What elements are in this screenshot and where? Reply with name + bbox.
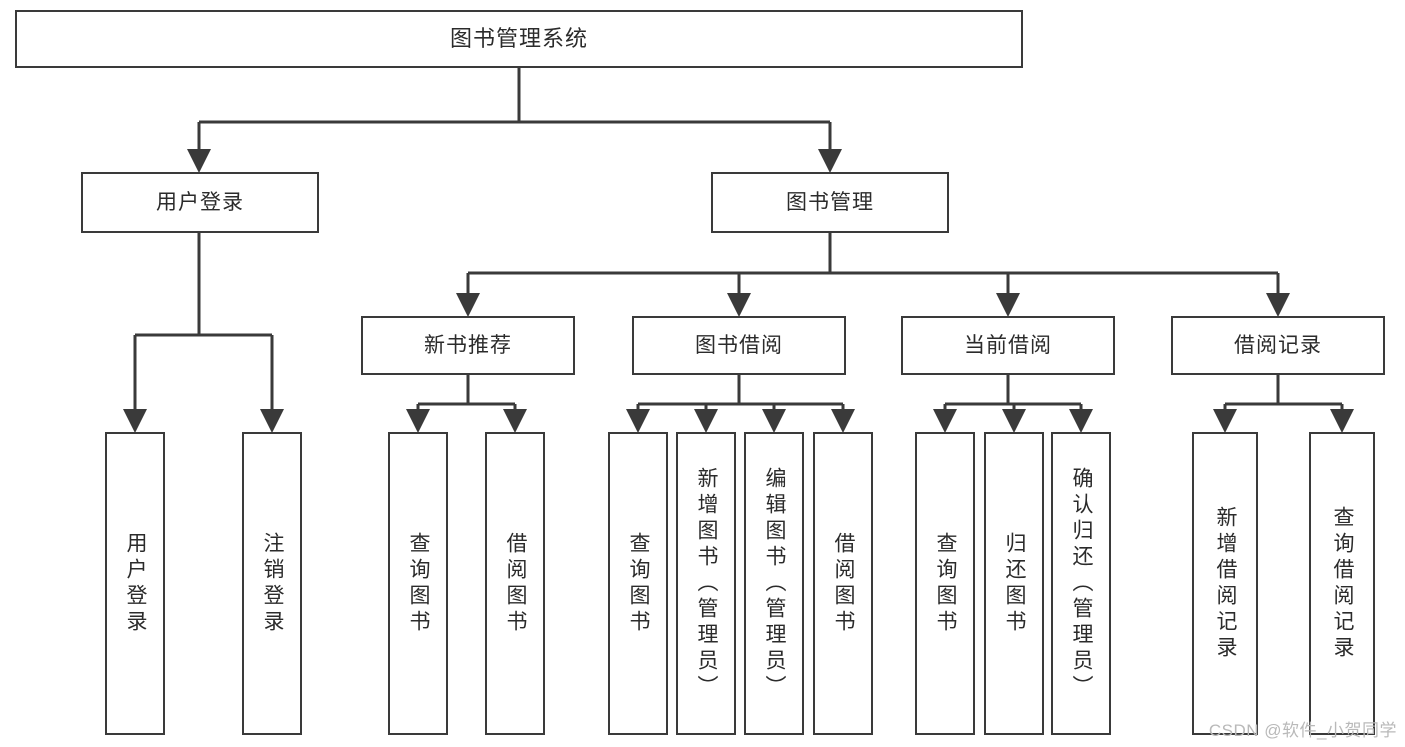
node-label: 新增图书（管理员） <box>695 466 719 701</box>
node-label: 借阅记录 <box>1234 333 1322 357</box>
node-book-management[interactable]: 图书管理 <box>711 172 949 233</box>
node-label: 归还图书 <box>1003 531 1027 636</box>
node-label: 查询借阅记录 <box>1331 505 1355 662</box>
leaf-user-login-logout[interactable]: 注销登录 <box>242 432 302 735</box>
leaf-new-book-borrow-books[interactable]: 借阅图书 <box>485 432 545 735</box>
leaf-book-borrow-query-books[interactable]: 查询图书 <box>608 432 668 735</box>
leaf-book-borrow-edit-book-admin[interactable]: 编辑图书（管理员） <box>744 432 804 735</box>
csdn-watermark: CSDN @软件_小贺同学 <box>1208 721 1397 740</box>
node-label: 编辑图书（管理员） <box>763 466 787 701</box>
node-label: 查询图书 <box>934 531 958 636</box>
node-label: 用户登录 <box>124 531 148 636</box>
leaf-current-borrow-return-books[interactable]: 归还图书 <box>984 432 1044 735</box>
leaf-borrow-record-query-record[interactable]: 查询借阅记录 <box>1309 432 1375 735</box>
node-user-login[interactable]: 用户登录 <box>81 172 319 233</box>
node-label: 图书管理 <box>786 190 874 214</box>
node-label: 注销登录 <box>261 531 285 636</box>
node-book-borrowing[interactable]: 图书借阅 <box>632 316 846 375</box>
node-label: 图书管理系统 <box>449 25 588 51</box>
leaf-book-borrow-add-book-admin[interactable]: 新增图书（管理员） <box>676 432 736 735</box>
leaf-user-login-login[interactable]: 用户登录 <box>105 432 165 735</box>
node-label: 查询图书 <box>407 531 431 636</box>
node-label: 借阅图书 <box>832 531 856 636</box>
leaf-book-borrow-borrow-books[interactable]: 借阅图书 <box>813 432 873 735</box>
leaf-new-book-query-books[interactable]: 查询图书 <box>388 432 448 735</box>
node-label: 图书借阅 <box>695 333 783 357</box>
node-root-book-management-system[interactable]: 图书管理系统 <box>15 10 1023 68</box>
leaf-current-borrow-confirm-return-admin[interactable]: 确认归还（管理员） <box>1051 432 1111 735</box>
node-label: 借阅图书 <box>504 531 528 636</box>
node-current-borrowing[interactable]: 当前借阅 <box>901 316 1115 375</box>
leaf-current-borrow-query-books[interactable]: 查询图书 <box>915 432 975 735</box>
node-label: 确认归还（管理员） <box>1070 466 1094 701</box>
node-label: 新增借阅记录 <box>1214 505 1238 662</box>
node-borrowing-records[interactable]: 借阅记录 <box>1171 316 1385 375</box>
leaf-borrow-record-add-record[interactable]: 新增借阅记录 <box>1192 432 1258 735</box>
node-label: 新书推荐 <box>424 333 512 357</box>
node-label: 查询图书 <box>627 531 651 636</box>
node-label: 当前借阅 <box>964 333 1052 357</box>
node-label: 用户登录 <box>156 190 244 214</box>
node-new-book-recommendation[interactable]: 新书推荐 <box>361 316 575 375</box>
